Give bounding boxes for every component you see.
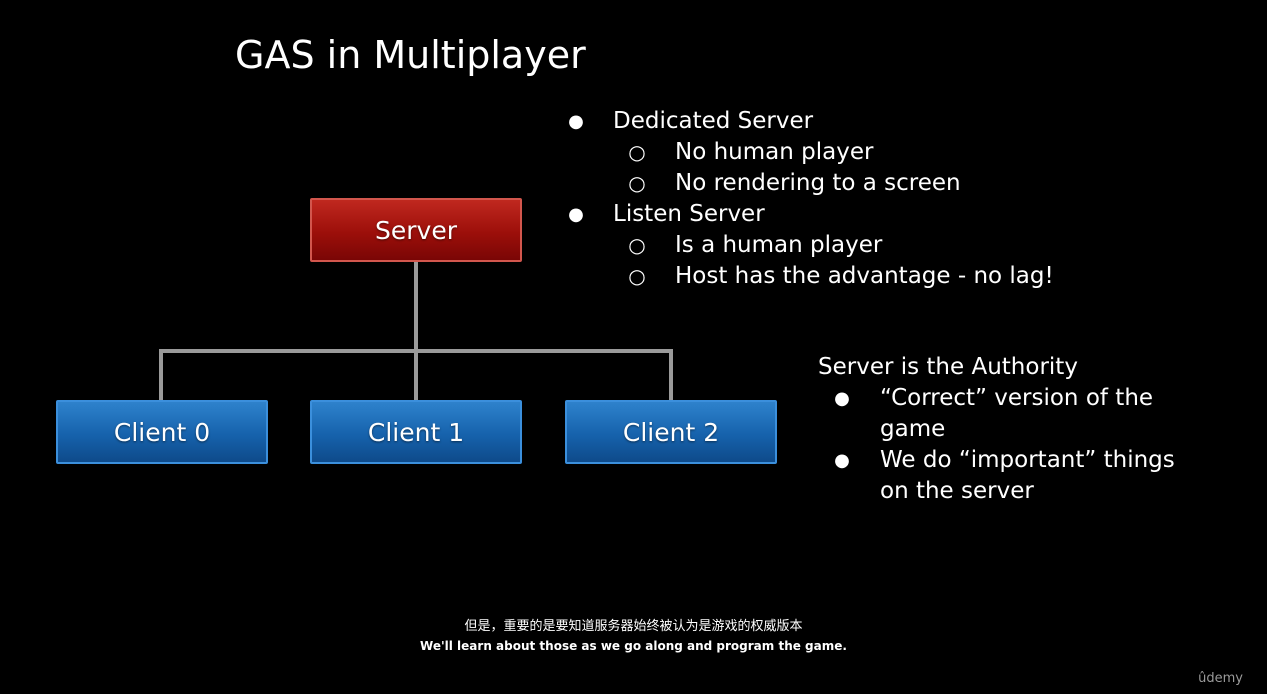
client-node-0: Client 0: [56, 400, 268, 464]
sub-bullet-text: No rendering to a screen: [675, 170, 961, 196]
slide-title: GAS in Multiplayer: [235, 33, 586, 77]
subtitle-english: We'll learn about those as we go along a…: [420, 639, 847, 653]
subtitle-chinese: 但是，重要的是要知道服务器始终被认为是游戏的权威版本: [464, 619, 803, 634]
sub-bullet-text: Is a human player: [675, 232, 883, 258]
authority-item-text: We do “important” things on the server: [880, 447, 1175, 504]
bullet-dot: ●: [834, 450, 850, 471]
bullet-dot: ●: [834, 388, 850, 409]
authority-item-correct-version: ● “Correct” version of the game: [818, 383, 1200, 445]
server-node: Server: [310, 198, 522, 262]
client-node-2: Client 2: [565, 400, 777, 464]
bullet-text: Dedicated Server: [613, 108, 814, 134]
sub-bullet-circle: ○: [628, 171, 646, 195]
authority-item-important-things: ● We do “important” things on the server: [818, 445, 1200, 507]
connector-client-0: [159, 349, 163, 400]
sub-bullet-text: Host has the advantage - no lag!: [675, 263, 1054, 289]
bullet-dot: ●: [568, 204, 584, 225]
sub-bullet-circle: ○: [628, 233, 646, 257]
udemy-watermark-logo: ûdemy: [1198, 671, 1243, 686]
authority-item-text: “Correct” version of the game: [880, 385, 1154, 442]
connector-server-trunk: [414, 262, 418, 352]
sub-bullet-text: No human player: [675, 139, 874, 165]
authority-section: Server is the Authority ● “Correct” vers…: [818, 352, 1200, 507]
sub-bullet-circle: ○: [628, 264, 646, 288]
video-subtitles: 但是，重要的是要知道服务器始终被认为是游戏的权威版本 We'll learn a…: [0, 618, 1267, 656]
connector-client-1: [414, 349, 418, 400]
connector-client-2: [669, 349, 673, 400]
authority-heading: Server is the Authority: [818, 354, 1078, 380]
client-node-1: Client 1: [310, 400, 522, 464]
bullet-dot: ●: [568, 111, 584, 132]
sub-bullet-circle: ○: [628, 140, 646, 164]
bullet-text: Listen Server: [613, 201, 765, 227]
